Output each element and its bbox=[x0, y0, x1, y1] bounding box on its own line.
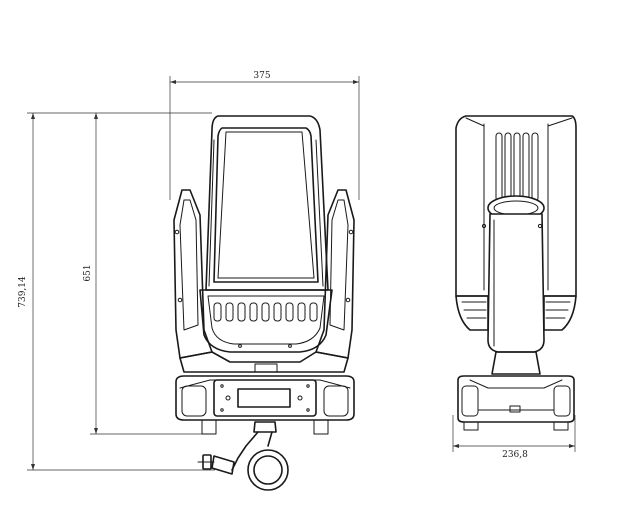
panel-screw bbox=[220, 408, 224, 412]
arrow-bottom-body bbox=[94, 428, 98, 434]
arrow-side-left bbox=[453, 444, 459, 448]
clamp-arm-right bbox=[267, 431, 273, 447]
screw-right-top bbox=[348, 229, 354, 235]
vent-slot bbox=[273, 302, 282, 322]
side-base-connector bbox=[509, 405, 521, 413]
fin bbox=[531, 132, 539, 202]
head-lower-inner bbox=[207, 295, 325, 345]
display-screen bbox=[237, 388, 291, 408]
dim-label-width-side: 236,8 bbox=[502, 450, 528, 460]
panel-screw bbox=[306, 408, 310, 412]
side-vent-left bbox=[455, 295, 489, 331]
clamp-bracket bbox=[253, 421, 277, 433]
head-lens bbox=[213, 127, 319, 283]
vent-slot bbox=[225, 302, 234, 322]
side-foot-left bbox=[463, 421, 479, 431]
panel-screw bbox=[306, 384, 310, 388]
vent-slots-front bbox=[213, 302, 318, 322]
arrow-right bbox=[353, 80, 359, 84]
clamp-ring-outer bbox=[247, 449, 289, 491]
panel-button-right bbox=[297, 395, 303, 401]
fin bbox=[504, 132, 512, 202]
arrow-left bbox=[170, 80, 176, 84]
head-shell bbox=[205, 115, 329, 291]
side-yoke-pivot bbox=[491, 351, 541, 375]
arrow-top-total bbox=[31, 113, 35, 119]
arrow-top-body bbox=[94, 113, 98, 119]
side-yoke-arm bbox=[487, 213, 545, 353]
foot-right bbox=[313, 419, 329, 435]
screw-right-mid bbox=[345, 297, 351, 303]
foot-left bbox=[201, 419, 217, 435]
side-screw bbox=[481, 223, 487, 229]
vent-slot bbox=[213, 302, 222, 322]
side-head-edge bbox=[547, 117, 573, 127]
side-foot-right bbox=[553, 421, 569, 431]
shell-rib-right bbox=[315, 139, 324, 287]
yoke-arm-left-inner bbox=[179, 199, 199, 331]
dim-label-height-body: 651 bbox=[83, 264, 93, 281]
front-view bbox=[173, 115, 355, 491]
clamp-knob bbox=[211, 455, 235, 475]
vent-slot bbox=[309, 302, 318, 322]
dim-label-width-top: 375 bbox=[253, 71, 270, 81]
arrow-side-right bbox=[569, 444, 575, 448]
yoke-bottom bbox=[179, 351, 349, 373]
clamp-ring-inner bbox=[253, 455, 283, 485]
side-base-handle-left bbox=[461, 385, 479, 417]
side-base bbox=[457, 375, 575, 423]
head-lens-inner bbox=[217, 131, 315, 279]
vent-slot bbox=[285, 302, 294, 322]
clamp-arm bbox=[231, 431, 259, 471]
dimension-lines bbox=[27, 76, 576, 471]
arrow-bottom-total bbox=[31, 464, 35, 470]
mounting-clamp bbox=[197, 421, 289, 491]
yoke-pivot bbox=[254, 363, 278, 373]
fin bbox=[513, 132, 521, 202]
vent-slot bbox=[261, 302, 270, 322]
side-base-handle-right bbox=[553, 385, 571, 417]
clamp-wingnut bbox=[202, 454, 212, 470]
base-housing bbox=[175, 375, 355, 421]
shell-rib-left bbox=[208, 139, 215, 287]
fin bbox=[522, 132, 530, 202]
yoke-arm-right-inner bbox=[329, 199, 349, 331]
screw-lower-right bbox=[288, 344, 292, 348]
panel-button-left bbox=[225, 395, 231, 401]
vent-slot bbox=[297, 302, 306, 322]
base-panel bbox=[213, 379, 317, 417]
screw-left-top bbox=[174, 229, 180, 235]
screw-left-mid bbox=[177, 297, 183, 303]
base-handle-left bbox=[181, 385, 207, 417]
head-lower-housing bbox=[199, 289, 333, 353]
dim-label-height-total: 739,14 bbox=[18, 276, 28, 308]
cooling-fins bbox=[495, 132, 539, 202]
vent-slot bbox=[249, 302, 258, 322]
yoke-arm-right bbox=[315, 189, 355, 359]
side-head-edge bbox=[465, 117, 485, 127]
base-handle-right bbox=[323, 385, 349, 417]
fin bbox=[495, 132, 503, 202]
side-view bbox=[455, 115, 577, 431]
side-vent-right bbox=[543, 295, 577, 331]
screw-lower-left bbox=[238, 344, 242, 348]
side-vents bbox=[455, 295, 577, 331]
side-base-top bbox=[469, 379, 563, 389]
vent-slot bbox=[237, 302, 246, 322]
base-top-edge bbox=[179, 379, 351, 389]
side-screw bbox=[537, 223, 543, 229]
panel-screw bbox=[220, 384, 224, 388]
